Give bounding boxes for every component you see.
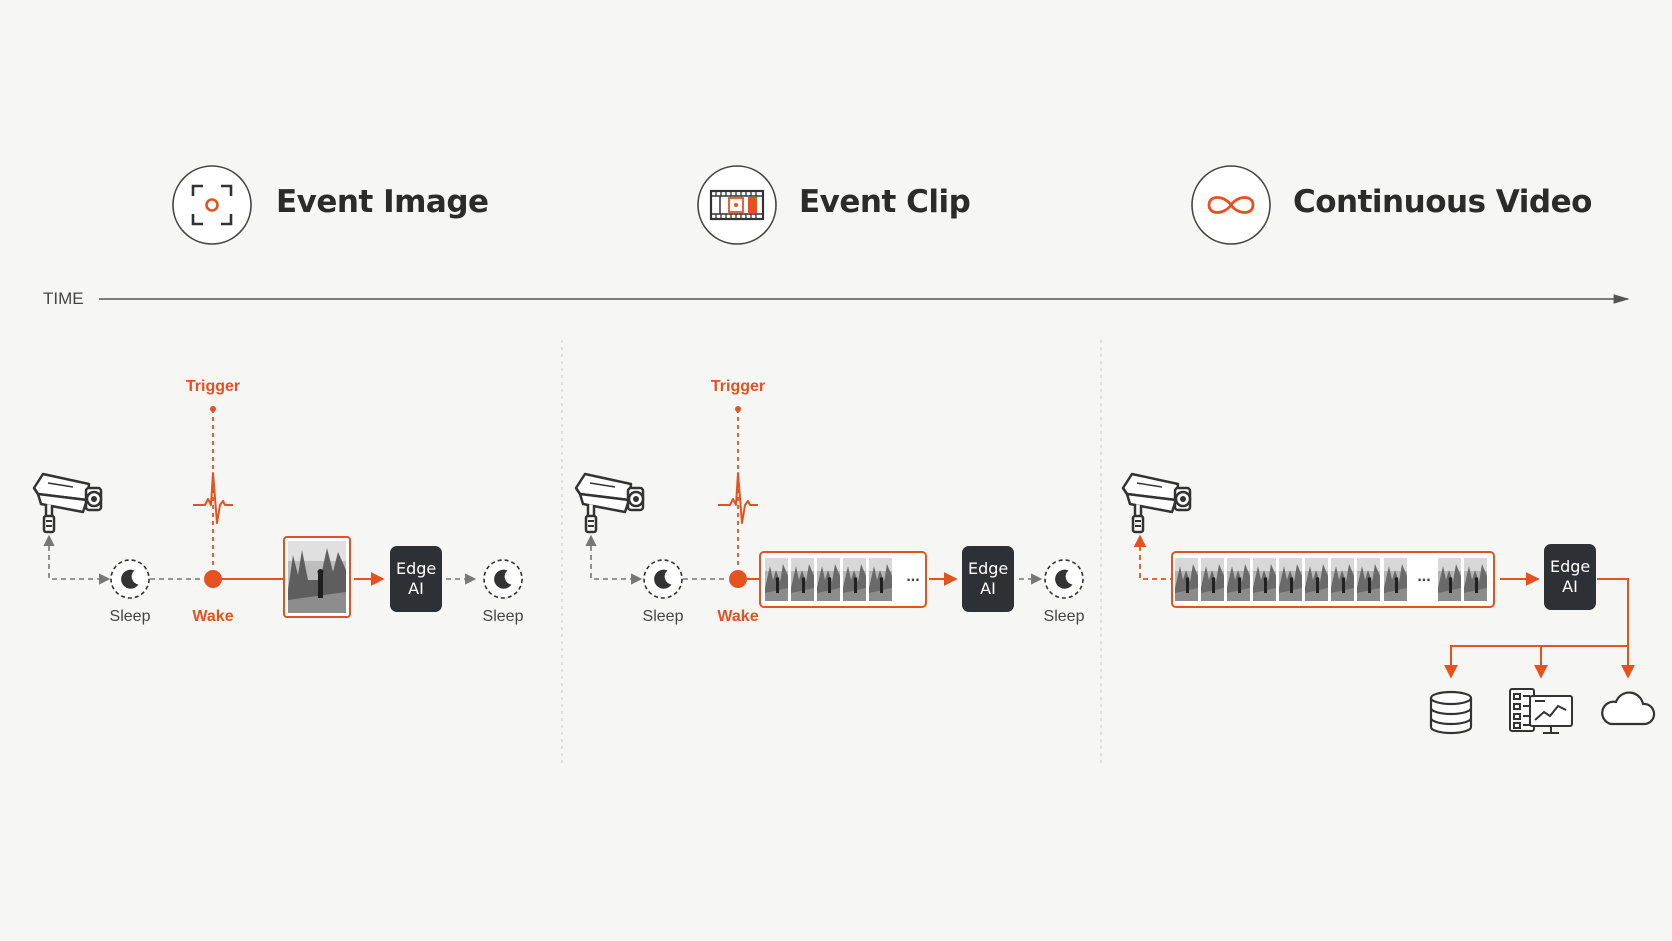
frames-ellipsis: ... [1417, 568, 1431, 585]
focus-frame-icon [172, 165, 252, 245]
continuous-video-frames [1171, 551, 1495, 608]
wake-label: Wake [717, 608, 759, 625]
sleep-moon-icon [643, 559, 683, 599]
section-title-event-image: Event Image [276, 184, 489, 220]
wake-node [204, 570, 222, 588]
sleep-label: Sleep [1043, 608, 1085, 625]
sleep-label: Sleep [109, 608, 151, 625]
sleep-moon-icon [483, 559, 523, 599]
event-image-thumbnail [283, 536, 351, 618]
sleep-moon-icon [110, 559, 150, 599]
frames-ellipsis: ... [906, 568, 920, 585]
event-clip-flow [574, 406, 1084, 608]
edge-ai-box: Edge AI [962, 546, 1014, 612]
security-camera-icon [32, 472, 103, 534]
wake-label: Wake [192, 608, 234, 625]
edge-ai-label: Edge AI [1550, 557, 1591, 596]
cloud-icon [1601, 691, 1656, 726]
infinity-icon [1191, 165, 1271, 245]
event-clip-frames [759, 551, 927, 608]
edge-ai-box: Edge AI [390, 546, 442, 612]
time-axis-label: TIME [43, 289, 84, 308]
event-image-flow [32, 406, 523, 618]
wake-node [729, 570, 747, 588]
security-camera-icon [1121, 472, 1192, 534]
continuous-video-flow [1121, 472, 1656, 735]
trigger-label: Trigger [185, 378, 241, 395]
film-strip-icon [697, 165, 777, 245]
sleep-label: Sleep [642, 608, 684, 625]
edge-ai-label: Edge AI [968, 559, 1009, 598]
security-camera-icon [574, 472, 645, 534]
dashboard-monitor-icon [1509, 688, 1573, 734]
edge-ai-label: Edge AI [396, 559, 437, 598]
trigger-label: Trigger [710, 378, 766, 395]
section-title-continuous-video: Continuous Video [1293, 184, 1592, 220]
sleep-label: Sleep [482, 608, 524, 625]
edge-ai-box: Edge AI [1544, 544, 1596, 610]
section-title-event-clip: Event Clip [799, 184, 971, 220]
database-icon [1429, 690, 1473, 735]
sleep-moon-icon [1044, 559, 1084, 599]
